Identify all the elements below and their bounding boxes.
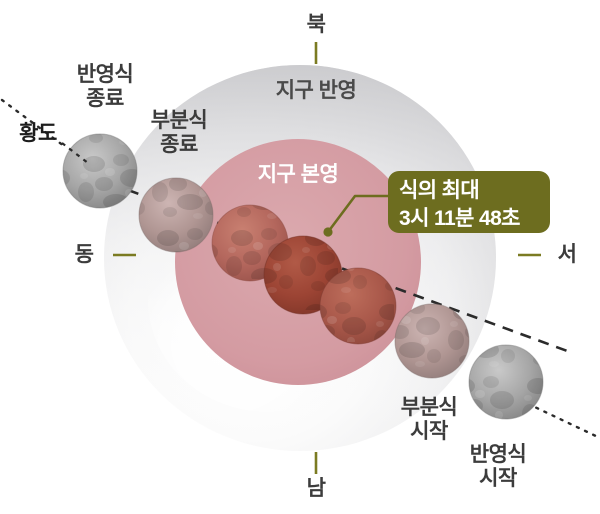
callout-line-1: 식의 최대 (399, 179, 480, 202)
moon-umbral-3 (319, 267, 397, 345)
phase-label-partial-start: 부분식 시작 (400, 396, 458, 443)
moon-partial-start (394, 303, 470, 379)
ecliptic-leader (61, 142, 89, 164)
moon-partial-end (138, 177, 214, 253)
phase-label-penumbral-start: 반영식 시작 (469, 443, 527, 490)
compass-east-label: 동 (74, 243, 94, 266)
compass-south-label: 남 (306, 477, 326, 500)
ecliptic-label: 황도 (19, 122, 57, 145)
moon-penumbral-start (468, 344, 544, 420)
umbra-label: 지구 본영 (257, 163, 339, 186)
compass-west-label: 서 (557, 243, 577, 266)
compass-north-label: 북 (306, 13, 326, 36)
phase-label-penumbral-end: 반영식 종료 (76, 63, 134, 110)
greatest-eclipse-callout[interactable]: 식의 최대 3시 11분 48초 (388, 171, 550, 233)
callout-leader (323, 194, 389, 237)
phase-label-partial-end: 부분식 종료 (150, 109, 208, 156)
moon-penumbral-end (62, 133, 138, 209)
callout-line-2: 3시 11분 48초 (399, 206, 520, 230)
penumbra-label: 지구 반영 (275, 79, 357, 102)
